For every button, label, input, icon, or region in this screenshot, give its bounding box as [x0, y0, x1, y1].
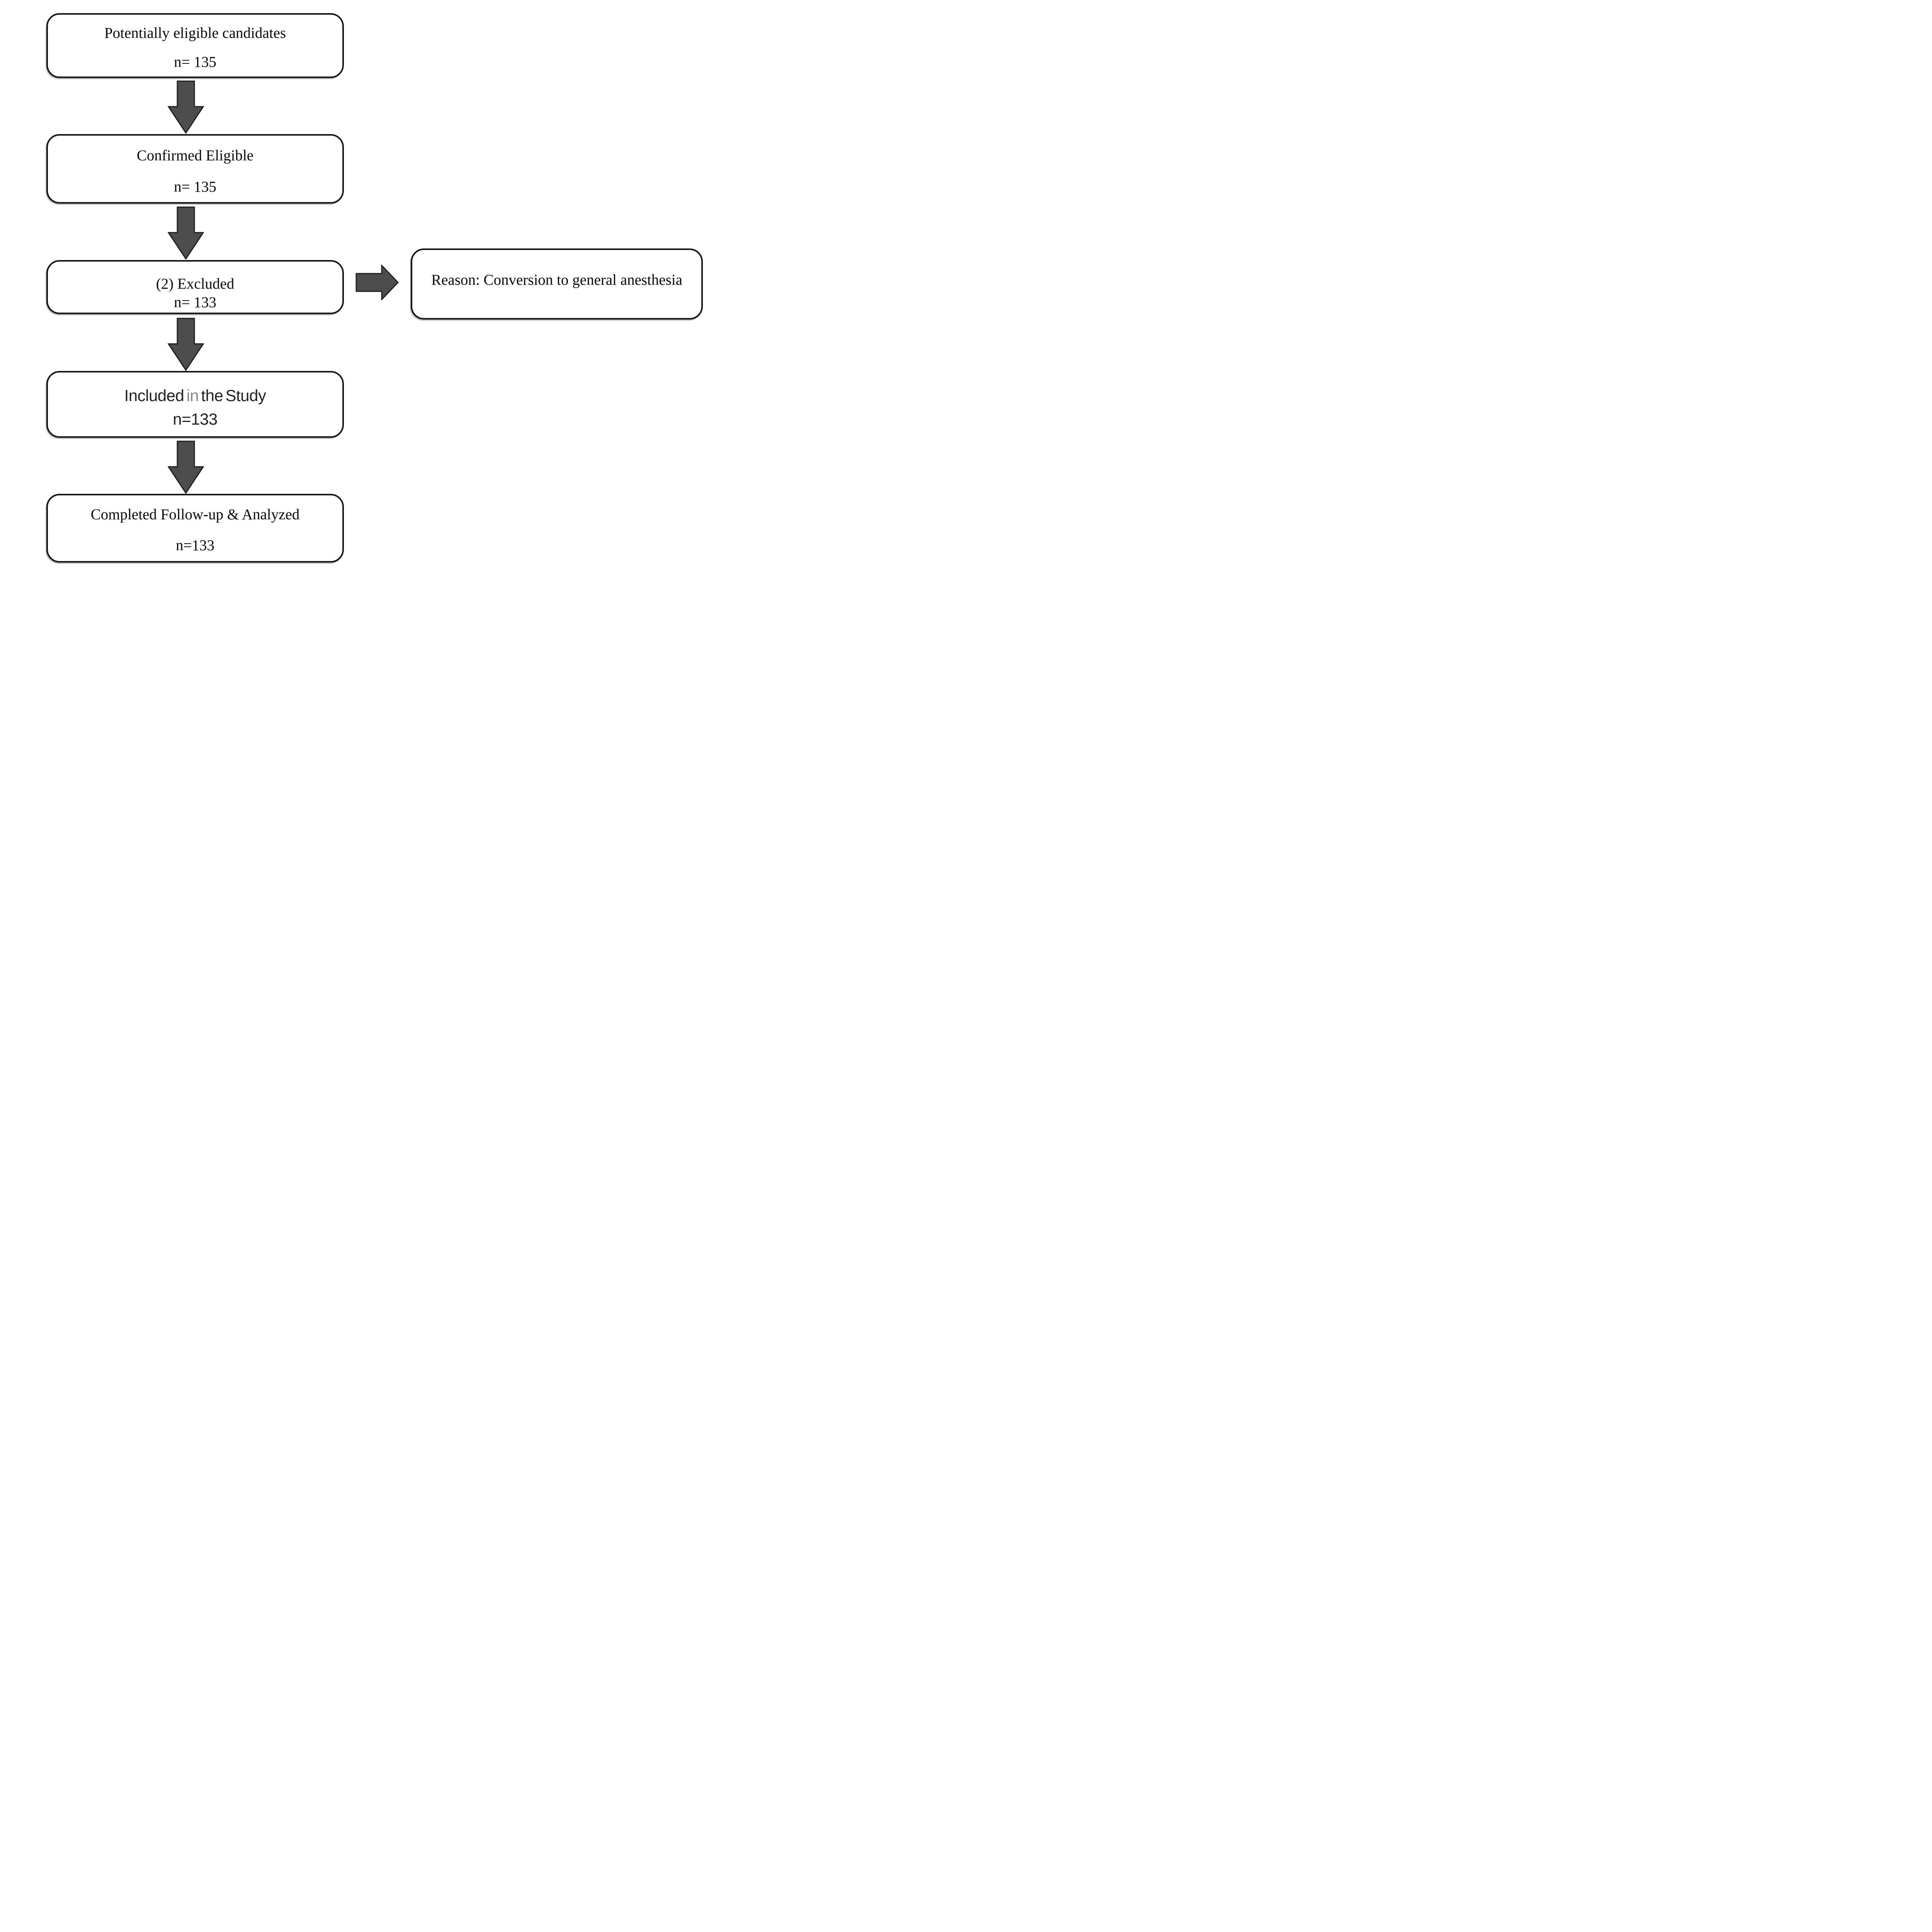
reason-label: Reason: Conversion to general anesthesia [431, 272, 682, 288]
arrow-down-icon [168, 80, 204, 134]
box-completed-analyzed: Completed Follow-up & Analyzed n=133 [46, 494, 344, 563]
box-excluded: (2) Excluded n= 133 [46, 260, 344, 314]
box-label: Completed Follow-up & Analyzed [90, 506, 300, 523]
arrow-down-shape [168, 206, 204, 260]
box-label: Potentially eligible candidates [104, 25, 286, 41]
flow-diagram: Potentially eligible candidates n= 135 C… [0, 0, 729, 574]
arrow-down-shape [168, 318, 204, 371]
box-count: n= 135 [174, 54, 216, 70]
arrow-down-shape [168, 440, 204, 494]
box-count: n=133 [173, 410, 218, 428]
box-exclusion-reason: Reason: Conversion to general anesthesia [411, 248, 703, 320]
box-potentially-eligible: Potentially eligible candidates n= 135 [46, 13, 344, 78]
box-label-part: the Study [199, 386, 266, 405]
box-label: Included in the Study [124, 386, 266, 405]
box-count: n= 133 [174, 294, 216, 311]
box-included-in-study: Included in the Study n=133 [46, 371, 344, 438]
arrow-right-shape [355, 265, 399, 300]
box-label-part: in [186, 386, 199, 405]
box-confirmed-eligible: Confirmed Eligible n= 135 [46, 134, 344, 204]
arrow-down-icon [168, 318, 204, 371]
arrow-down-shape [168, 80, 204, 134]
arrow-down-icon [168, 440, 204, 494]
arrow-down-icon [168, 206, 204, 260]
box-label: (2) Excluded [156, 276, 235, 292]
box-label: Confirmed Eligible [136, 147, 254, 164]
box-label-part: Included [124, 386, 187, 405]
arrow-right-icon [355, 265, 399, 300]
box-count: n= 135 [174, 179, 216, 195]
box-count: n=133 [176, 537, 214, 554]
